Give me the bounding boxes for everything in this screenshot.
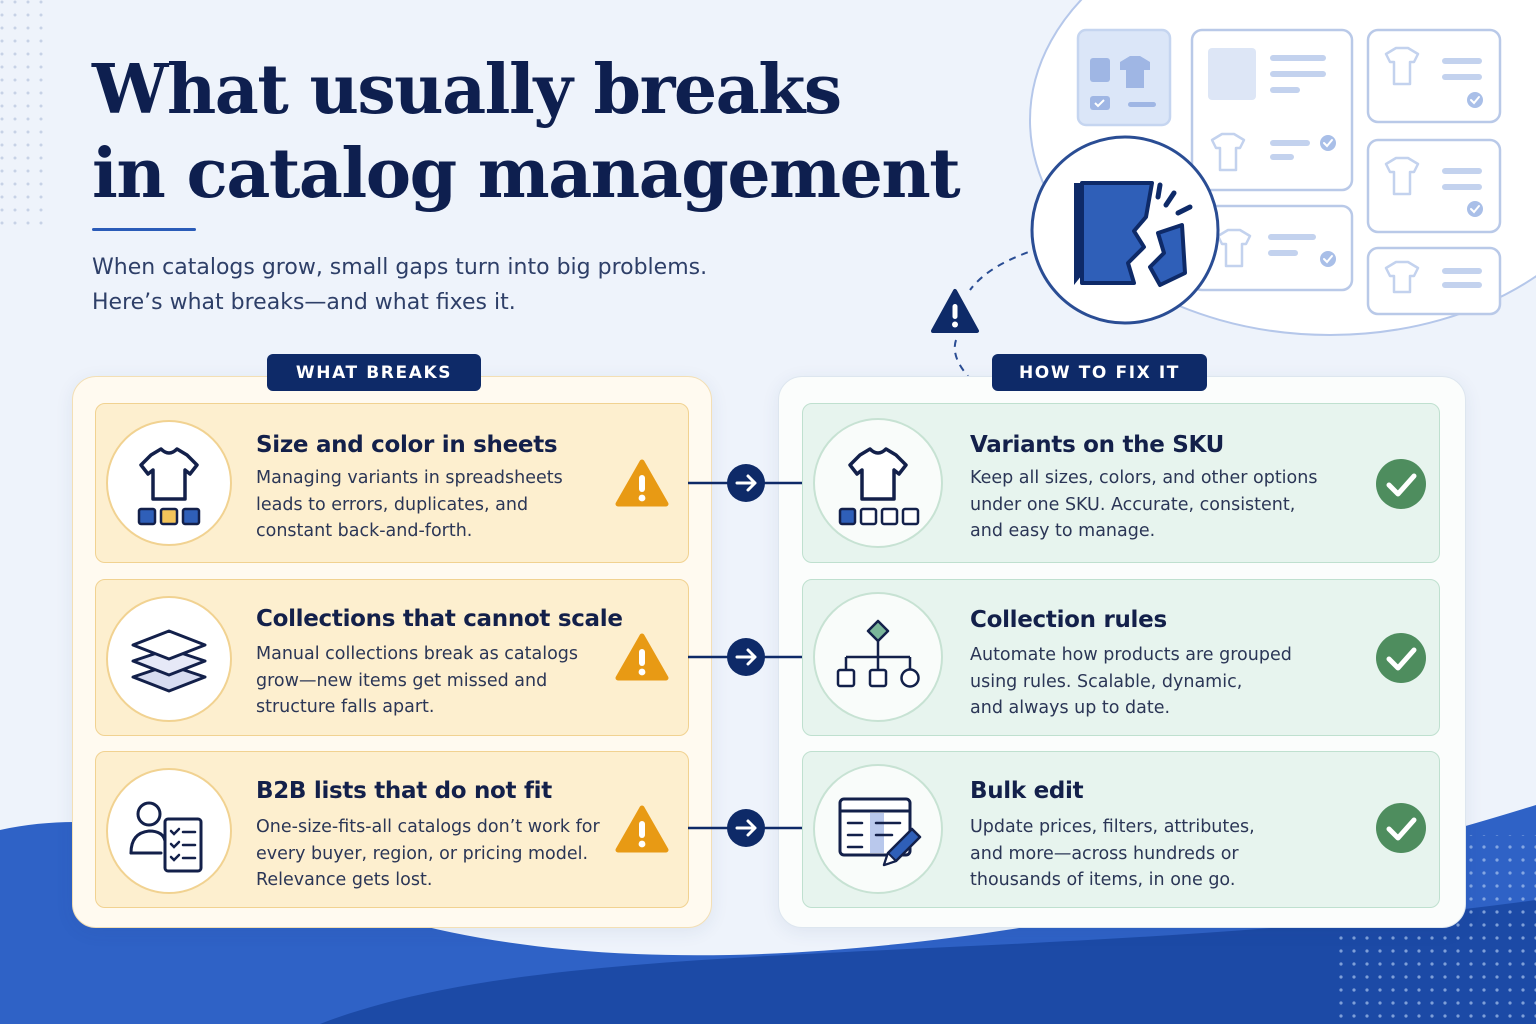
solution-title: Bulk edit (970, 778, 1084, 804)
arrow-right-icon (688, 809, 802, 847)
problem-card-collections: Collections that cannot scale Manual col… (95, 579, 689, 736)
problem-title: B2B lists that do not fit (256, 778, 552, 804)
warning-icon (614, 804, 670, 854)
problem-description: Manual collections break as catalogs gro… (256, 644, 579, 717)
broken-catalog-icon (1030, 135, 1220, 325)
subtitle: When catalogs grow, small gaps turn into… (92, 250, 707, 320)
problem-description: One-size-fits-all catalogs don’t work fo… (256, 817, 600, 890)
bulk-edit-icon (813, 764, 943, 894)
problem-title: Collections that cannot scale (256, 606, 623, 632)
solution-description: Keep all sizes, colors, and other option… (970, 468, 1318, 541)
check-icon (1375, 458, 1427, 510)
warning-icon (614, 632, 670, 682)
problem-title: Size and color in sheets (256, 432, 558, 458)
title-underline (92, 228, 196, 231)
problem-description: Managing variants in spreadsheets leads … (256, 468, 563, 541)
solution-description: Automate how products are grouped using … (970, 645, 1292, 718)
title-line-2: in catalog management (92, 134, 961, 214)
solution-title: Collection rules (970, 607, 1167, 633)
check-icon (1375, 632, 1427, 684)
what-breaks-label: WHAT BREAKS (267, 354, 481, 391)
arrow-right-icon (688, 638, 802, 676)
buyer-list-icon (106, 768, 232, 894)
subtitle-line-2: Here’s what breaks—and what fixes it. (92, 290, 516, 315)
solution-card-rules: Collection rules Automate how products a… (802, 579, 1440, 736)
title-line-1: What usually breaks (92, 50, 842, 130)
arrow-right-icon (688, 464, 802, 502)
solution-card-variants: Variants on the SKU Keep all sizes, colo… (802, 403, 1440, 563)
subtitle-line-1: When catalogs grow, small gaps turn into… (92, 255, 708, 280)
tshirt-variants-icon (106, 420, 232, 546)
alert-icon (931, 289, 979, 333)
rule-tree-icon (813, 592, 943, 722)
warning-icon (614, 458, 670, 508)
solution-card-bulk-edit: Bulk edit Update prices, filters, attrib… (802, 751, 1440, 908)
problem-card-sheets: Size and color in sheets Managing varian… (95, 403, 689, 563)
solution-description: Update prices, filters, attributes, and … (970, 817, 1255, 890)
how-to-fix-label: HOW TO FIX IT (992, 354, 1207, 391)
check-icon (1375, 802, 1427, 854)
stacked-layers-icon (106, 596, 232, 722)
problem-card-b2b: B2B lists that do not fit One-size-fits-… (95, 751, 689, 908)
tshirt-sku-icon (813, 418, 943, 548)
page-title: What usually breaks in catalog managemen… (92, 48, 961, 216)
solution-title: Variants on the SKU (970, 432, 1224, 458)
